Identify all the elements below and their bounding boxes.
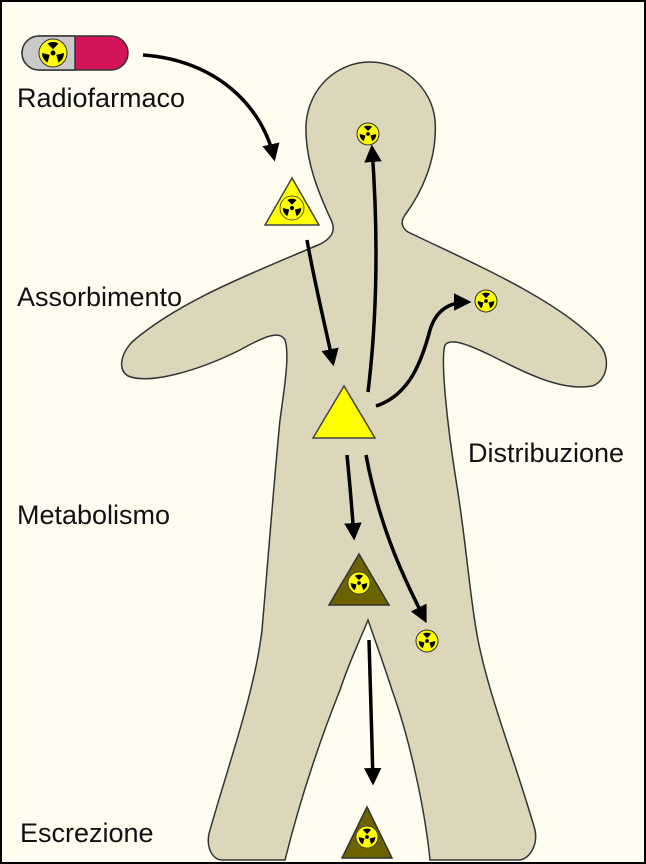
label-assorbimento: Assorbimento [17,282,182,312]
label-radiofarmaco: Radiofarmaco [17,83,185,113]
label-escrezione: Escrezione [20,818,154,848]
radiation-head-icon [357,123,379,145]
arrow-excretion [369,640,373,782]
label-metabolismo: Metabolismo [17,500,170,530]
excreted-triangle-icon [342,807,392,858]
drug-triangle-icon [265,178,319,225]
radiation-arm-icon [475,290,497,312]
label-distribuzione: Distribuzione [468,438,624,468]
radiation-leg-icon [416,630,438,652]
radioactive-capsule-icon [22,36,128,70]
